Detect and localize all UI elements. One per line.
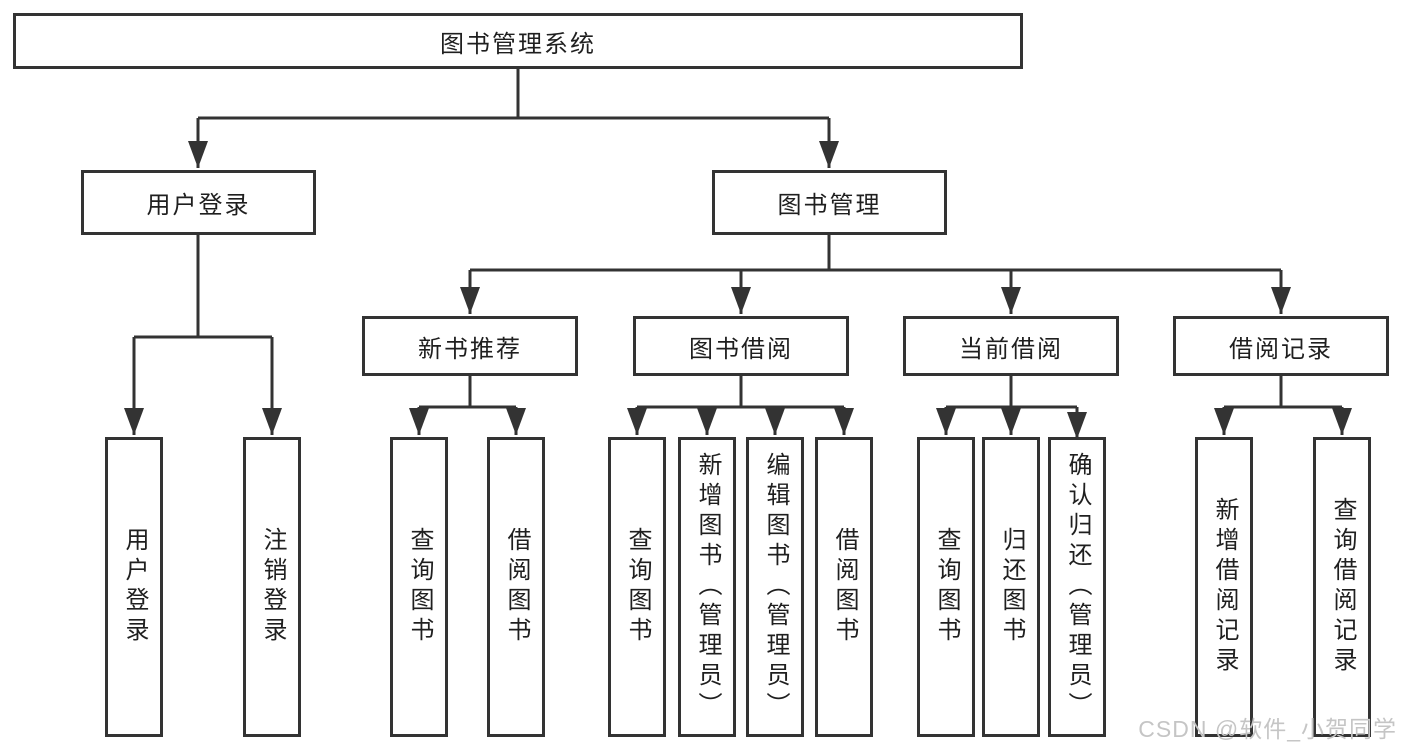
leaf-query-books-current: 查询图书 xyxy=(917,437,975,737)
leaf-query-books-borrow: 查询图书 xyxy=(608,437,666,737)
node-user-login-label: 用户登录 xyxy=(146,192,251,219)
node-user-login: 用户登录 xyxy=(81,170,316,235)
leaf-add-books-admin-label: 新增图书（管理员） xyxy=(694,452,721,722)
leaf-user-login: 用户登录 xyxy=(105,437,163,737)
node-book-management-label: 图书管理 xyxy=(777,192,882,219)
leaf-user-login-label: 用户登录 xyxy=(121,527,148,647)
leaf-logout-label: 注销登录 xyxy=(259,527,286,647)
leaf-edit-books-admin-label: 编辑图书（管理员） xyxy=(762,452,789,722)
node-borrow-records-label: 借阅记录 xyxy=(1229,335,1333,363)
node-borrow-records: 借阅记录 xyxy=(1173,316,1389,376)
node-new-book-recommend-label: 新书推荐 xyxy=(418,335,522,363)
leaf-return-books: 归还图书 xyxy=(982,437,1040,737)
leaf-query-books-recommend: 查询图书 xyxy=(390,437,448,737)
leaf-edit-books-admin: 编辑图书（管理员） xyxy=(746,437,804,737)
node-book-borrow-label: 图书借阅 xyxy=(689,335,793,363)
node-current-borrow-label: 当前借阅 xyxy=(959,335,1063,363)
leaf-borrow-books-recommend: 借阅图书 xyxy=(487,437,545,737)
node-library-system: 图书管理系统 xyxy=(13,13,1023,69)
leaf-confirm-return-admin-label: 确认归还（管理员） xyxy=(1064,452,1091,722)
leaf-return-books-label: 归还图书 xyxy=(998,527,1025,647)
watermark: CSDN @软件_小贺同学 xyxy=(1138,716,1397,742)
node-library-system-label: 图书管理系统 xyxy=(440,30,596,58)
leaf-confirm-return-admin: 确认归还（管理员） xyxy=(1048,437,1106,737)
leaf-borrow-books-recommend-label: 借阅图书 xyxy=(503,527,530,647)
leaf-borrow-books-borrow-label: 借阅图书 xyxy=(831,527,858,647)
node-book-borrow: 图书借阅 xyxy=(633,316,849,376)
leaf-add-borrow-record: 新增借阅记录 xyxy=(1195,437,1253,737)
leaf-query-books-current-label: 查询图书 xyxy=(933,527,960,647)
leaf-logout: 注销登录 xyxy=(243,437,301,737)
leaf-query-borrow-record: 查询借阅记录 xyxy=(1313,437,1371,737)
leaf-query-books-recommend-label: 查询图书 xyxy=(406,527,433,647)
node-current-borrow: 当前借阅 xyxy=(903,316,1119,376)
leaf-add-books-admin: 新增图书（管理员） xyxy=(678,437,736,737)
leaf-query-books-borrow-label: 查询图书 xyxy=(624,527,651,647)
node-new-book-recommend: 新书推荐 xyxy=(362,316,578,376)
node-book-management: 图书管理 xyxy=(712,170,947,235)
leaf-query-borrow-record-label: 查询借阅记录 xyxy=(1329,497,1356,677)
leaf-borrow-books-borrow: 借阅图书 xyxy=(815,437,873,737)
leaf-add-borrow-record-label: 新增借阅记录 xyxy=(1211,497,1238,677)
